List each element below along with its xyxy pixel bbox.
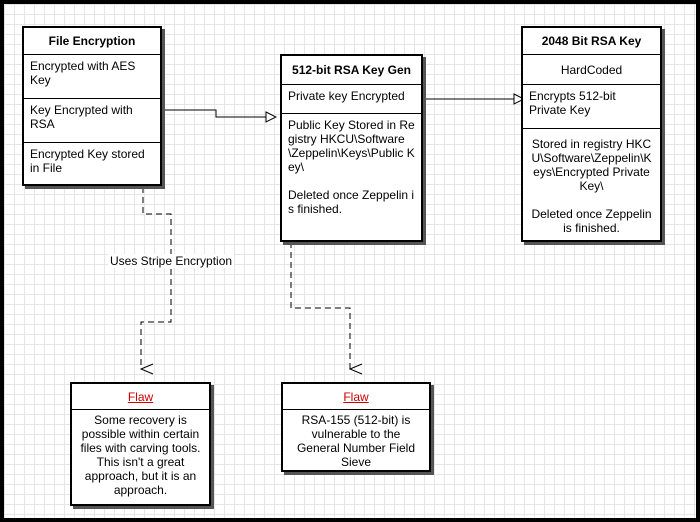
file-encryption-box[interactable]: File Encryption Encrypted with AES Key K… — [22, 26, 162, 186]
file-encryption-title: File Encryption — [24, 28, 160, 55]
keygen-deleted-text: Deleted once Zeppelin is finished. — [288, 188, 415, 216]
edge-keyenc-to-keygen — [156, 109, 276, 117]
edge-fileenc-to-flaw — [141, 187, 172, 369]
public-key-text: Public Key Stored in Registry HKCU\Softw… — [288, 118, 415, 174]
stored-registry-row: Stored in registry HKCU\Software\Zeppeli… — [523, 129, 660, 239]
flaw-rsa-title[interactable]: Flaw — [283, 384, 429, 410]
rsa-2048-box[interactable]: 2048 Bit RSA Key HardCoded Encrypts 512-… — [521, 26, 662, 242]
connectors — [4, 4, 696, 518]
aes-key-row: Encrypted with AES Key — [24, 55, 160, 99]
hardcoded-row: HardCoded — [523, 55, 660, 85]
rsa-2048-title: 2048 Bit RSA Key — [523, 28, 660, 55]
edge-label-stripe: Uses Stripe Encryption — [108, 254, 235, 268]
flaw-rsa-body: RSA-155 (512-bit) is vulnerable to the G… — [296, 413, 416, 469]
edge-keygen-to-flaw — [290, 242, 350, 369]
flaw-stripe-body: Some recovery is possible within certain… — [80, 413, 201, 497]
rsa2048-deleted-text: Deleted once Zeppelin is finished. — [531, 207, 652, 235]
rsa-keygen-box[interactable]: 512-bit RSA Key Gen Private key Encrypte… — [280, 54, 423, 242]
private-key-encrypted-row: Private key Encrypted — [282, 85, 421, 114]
rsa-keygen-title: 512-bit RSA Key Gen — [282, 56, 421, 85]
flaw-stripe-title[interactable]: Flaw — [72, 384, 209, 410]
key-stored-row: Encrypted Key stored in File — [30, 147, 145, 175]
stored-registry-text: Stored in registry HKCU\Software\Zeppeli… — [531, 137, 652, 193]
public-key-stored-row: Public Key Stored in Registry HKCU\Softw… — [282, 114, 421, 220]
flaw-rsa-box[interactable]: Flaw RSA-155 (512-bit) is vulnerable to … — [281, 382, 431, 472]
diagram-canvas: Uses Stripe Encryption File Encryption E… — [4, 4, 696, 518]
key-encrypted-row: Key Encrypted with RSA — [24, 99, 160, 143]
encrypts-private-key-row: Encrypts 512-bit Private Key — [523, 85, 660, 129]
flaw-stripe-box[interactable]: Flaw Some recovery is possible within ce… — [70, 382, 211, 506]
